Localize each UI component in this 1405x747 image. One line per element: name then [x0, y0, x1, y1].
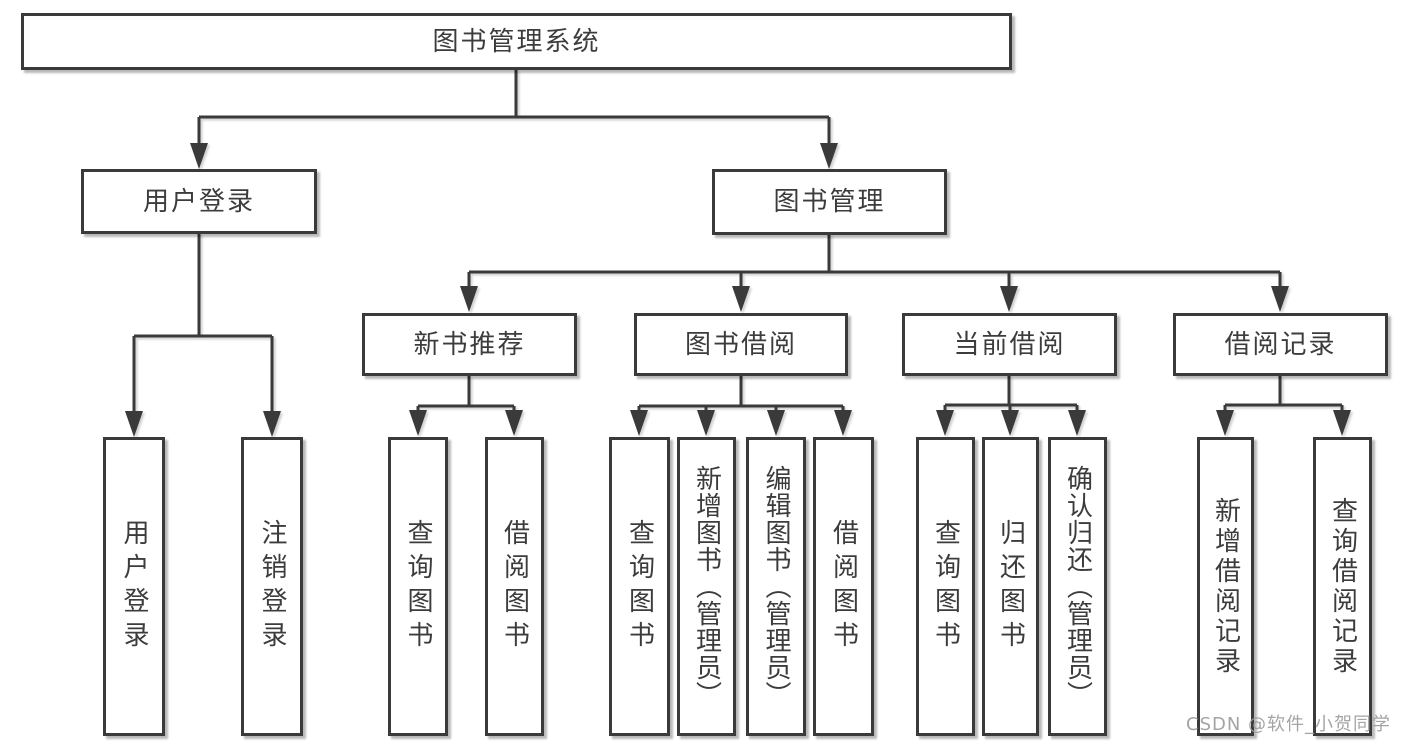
- connector-root: [197, 69, 831, 145]
- arrow-down-icon: [505, 410, 523, 436]
- node-new-book-recommend-label: 新书推荐: [413, 329, 526, 360]
- node-root: 图书管理系统: [21, 13, 1012, 70]
- arrow-down-icon: [460, 286, 478, 312]
- node-edit-book-admin: 编辑图书（管理员）: [746, 437, 806, 736]
- node-return-book-label: 归还图书: [995, 518, 1026, 655]
- arrow-down-icon: [263, 411, 281, 437]
- node-edit-book-admin-label: 编辑图书（管理员）: [761, 465, 791, 708]
- node-add-book-admin: 新增图书（管理员）: [677, 437, 736, 736]
- node-query-book-current: 查询图书: [916, 437, 975, 736]
- arrow-down-icon: [936, 410, 954, 436]
- node-borrow-book-recommend: 借阅图书: [485, 437, 544, 736]
- watermark: CSDN @软件_小贺同学: [1186, 714, 1392, 735]
- node-confirm-return-admin-label: 确认归还（管理员）: [1062, 465, 1093, 708]
- arrow-down-icon: [1216, 410, 1234, 436]
- node-logout: 注销登录: [241, 437, 303, 736]
- connector-borrow-record: [1223, 376, 1344, 414]
- node-book-borrow-label: 图书借阅: [684, 329, 797, 360]
- arrow-down-icon: [697, 410, 715, 436]
- node-return-book: 归还图书: [982, 437, 1039, 736]
- node-new-book-recommend: 新书推荐: [362, 313, 577, 376]
- node-current-borrow-label: 当前借阅: [953, 329, 1066, 360]
- node-user-login-label: 用户登录: [142, 186, 255, 217]
- node-query-book-borrow-label: 查询图书: [624, 518, 655, 655]
- connector-book-management: [467, 234, 1282, 290]
- node-query-book-borrow: 查询图书: [609, 437, 670, 736]
- node-borrow-record: 借阅记录: [1173, 313, 1388, 376]
- arrow-down-icon: [1068, 410, 1086, 436]
- node-root-label: 图书管理系统: [432, 26, 601, 57]
- connector-book-borrow: [637, 376, 845, 414]
- node-logout-label: 注销登录: [257, 518, 287, 655]
- node-confirm-return-admin: 确认归还（管理员）: [1048, 437, 1107, 736]
- node-add-borrow-record: 新增借阅记录: [1197, 437, 1254, 736]
- node-add-book-admin-label: 新增图书（管理员）: [691, 465, 722, 708]
- arrow-down-icon: [125, 411, 143, 437]
- connector-new-book-recommend: [416, 376, 516, 414]
- connector-user-login: [132, 233, 274, 414]
- node-borrow-book: 借阅图书: [813, 437, 874, 736]
- node-current-borrow: 当前借阅: [902, 313, 1117, 376]
- node-query-book-recommend-label: 查询图书: [403, 518, 433, 655]
- node-borrow-book-recommend-label: 借阅图书: [499, 518, 530, 655]
- node-user-login-leaf: 用户登录: [103, 437, 165, 736]
- node-borrow-book-label: 借阅图书: [828, 518, 859, 655]
- connector-current-borrow: [943, 376, 1079, 414]
- arrowheads: [125, 143, 1351, 437]
- node-book-management-label: 图书管理: [773, 187, 886, 217]
- arrow-down-icon: [630, 410, 648, 436]
- arrow-down-icon: [1271, 286, 1289, 312]
- node-borrow-record-label: 借阅记录: [1224, 329, 1337, 360]
- arrow-down-icon: [834, 410, 852, 436]
- node-book-management: 图书管理: [712, 169, 947, 235]
- arrow-down-icon: [1333, 410, 1351, 436]
- connector-lines: [132, 69, 1344, 414]
- node-query-borrow-record-label: 查询借阅记录: [1327, 496, 1358, 677]
- arrow-down-icon: [767, 410, 785, 436]
- arrow-down-icon: [190, 143, 208, 169]
- node-book-borrow: 图书借阅: [634, 313, 848, 376]
- arrow-down-icon: [732, 286, 750, 312]
- arrow-down-icon: [820, 143, 838, 169]
- arrow-down-icon: [1000, 286, 1018, 312]
- node-query-book-recommend: 查询图书: [388, 437, 448, 736]
- node-query-book-current-label: 查询图书: [930, 518, 961, 655]
- arrow-down-icon: [409, 410, 427, 436]
- node-user-login-leaf-label: 用户登录: [119, 518, 149, 655]
- arrow-down-icon: [1001, 410, 1019, 436]
- node-query-borrow-record: 查询借阅记录: [1313, 437, 1372, 736]
- node-add-borrow-record-label: 新增借阅记录: [1210, 496, 1241, 677]
- node-user-login: 用户登录: [81, 169, 317, 234]
